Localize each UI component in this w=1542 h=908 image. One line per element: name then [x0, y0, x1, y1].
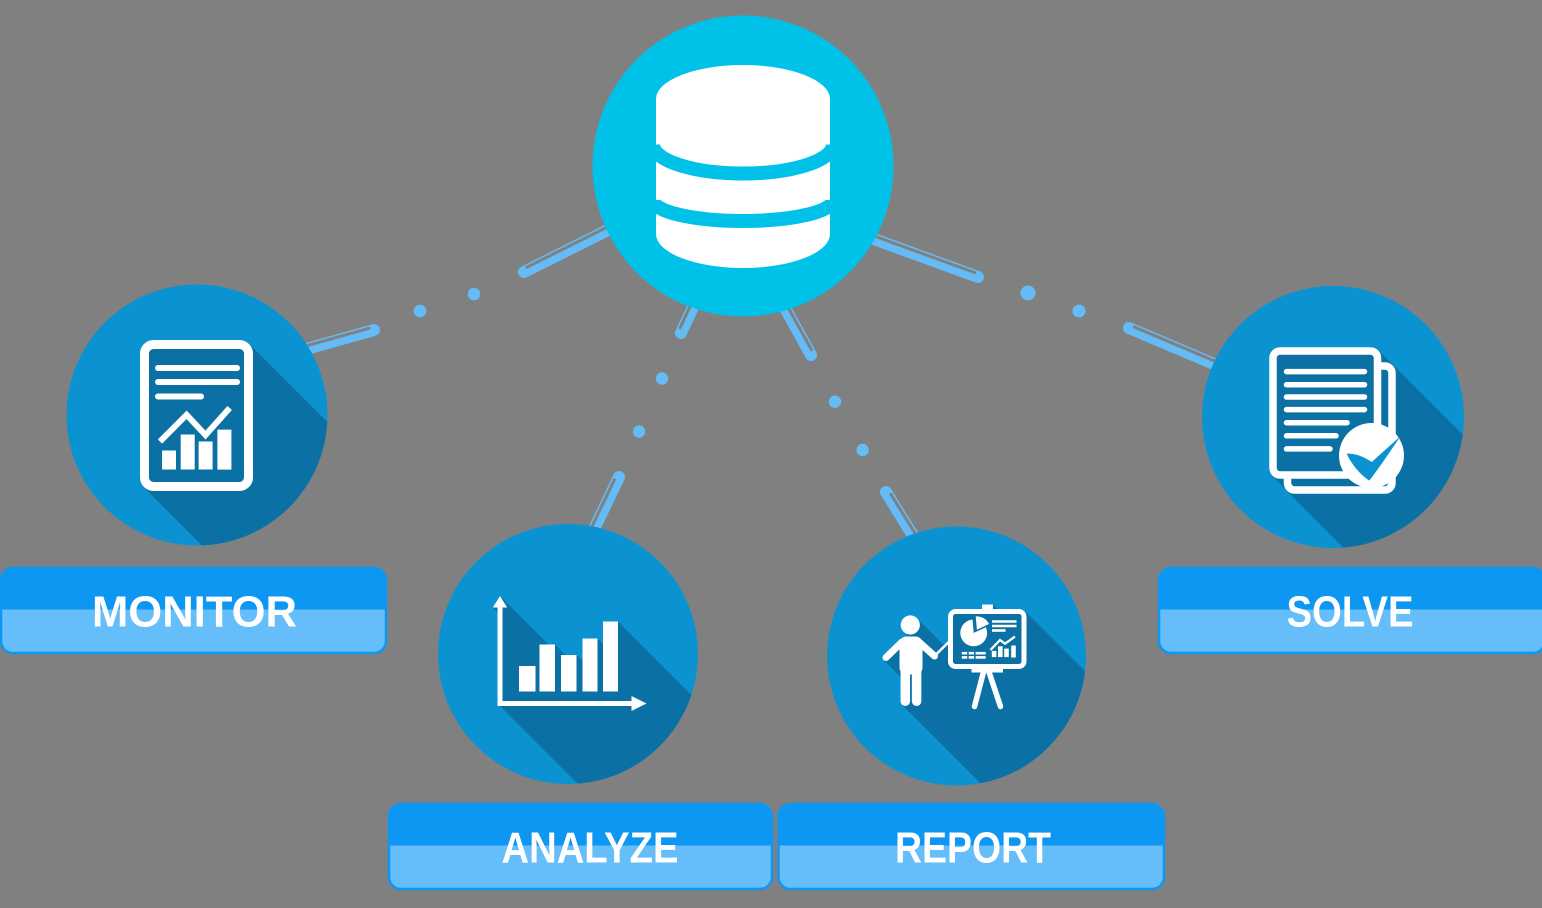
- svg-text:MONITOR: MONITOR: [92, 587, 297, 636]
- svg-text:REPORT: REPORT: [895, 823, 1051, 872]
- svg-text:SOLVE: SOLVE: [1287, 587, 1414, 636]
- svg-text:ANALYZE: ANALYZE: [502, 823, 679, 872]
